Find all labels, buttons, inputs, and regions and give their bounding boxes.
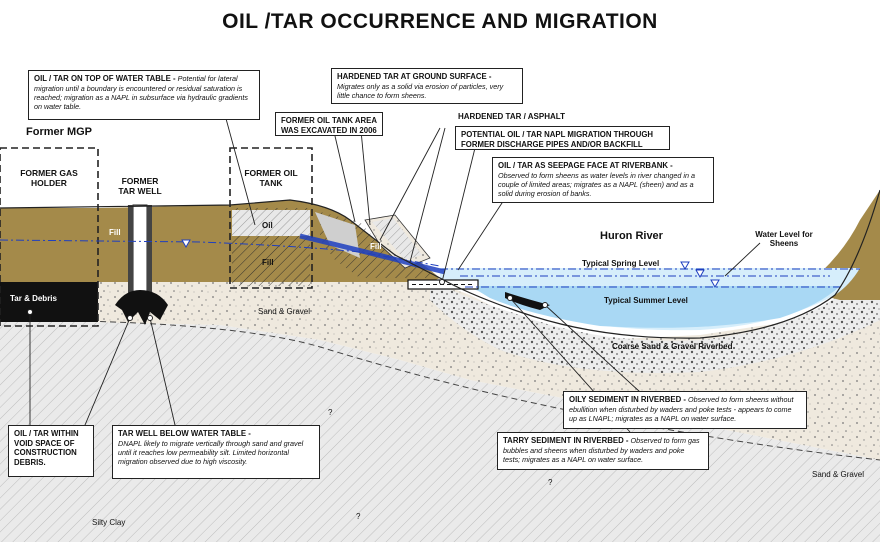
right-bank-fill [800,190,880,300]
callout-hardened-tar-surface: HARDENED TAR AT GROUND SURFACE - Migrate… [331,68,523,104]
callout-heading: OIL / TAR WITHIN VOID SPACE OF CONSTRUCT… [14,429,79,468]
summer-level-marker [710,279,720,289]
callout-body: Observed to form gas bubbles and sheens … [503,436,700,464]
sheen-level-marker [695,269,705,279]
leader-dot-4 [542,302,548,308]
hardened-tar-hatch [372,218,422,260]
callout-heading: OIL / TAR ON TOP OF WATER TABLE - [34,74,176,83]
label-fill-2: Fill [262,258,274,267]
tar-well-left-wall [128,205,133,295]
callout-heading: POTENTIAL OIL / TAR NAPL MIGRATION THROU… [461,130,654,149]
callout-tarry-sediment: TARRY SEDIMENT IN RIVERBED - Observed to… [497,432,709,470]
callout-oil-void-space: OIL / TAR WITHIN VOID SPACE OF CONSTRUCT… [8,425,94,477]
label-fill-3: Fill [370,242,382,251]
label-huron-river: Huron River [600,230,663,242]
label-typical-spring-level: Typical Spring Level [582,259,660,268]
tar-well-shaft [132,204,148,296]
tar-well-right-wall [147,205,152,295]
label-hardened-tar-asphalt: HARDENED TAR / ASPHALT [458,112,565,121]
river-water-mid [470,286,840,328]
callout-napl-migration: POTENTIAL OIL / TAR NAPL MIGRATION THROU… [455,126,670,150]
label-coarse-sand: Coarse Sand & Gravel Riverbed [612,342,733,351]
tarry-sediment [505,292,550,310]
label-water-level-sheens: Water Level for Sheens [755,230,813,248]
leader-dot-6 [439,279,445,285]
label-sand-gravel-1: Sand & Gravel [258,307,311,316]
callout-tar-well: TAR WELL BELOW WATER TABLE - DNAPL likel… [112,425,320,479]
label-former-tar-well: FORMER TAR WELL [118,176,162,196]
callout-body: Potential for lateral migration until a … [34,74,249,111]
callout-heading: OILY SEDIMENT IN RIVERBED - [569,395,686,404]
label-question-2: ? [356,512,361,521]
clay-boundary-line [0,319,880,461]
callout-heading: TARRY SEDIMENT IN RIVERBED - [503,436,629,445]
label-question-1: ? [328,408,333,417]
ground-surface-line [0,189,880,339]
callout-body: Observed to form sheens without ebulliti… [569,395,794,423]
diagram-title: OIL /TAR OCCURRENCE AND MIGRATION [222,10,658,33]
water-table-line [0,239,441,267]
silty-clay-layer [0,320,880,542]
oil-tank-oil-hatch [232,210,310,236]
callout-body: Observed to form sheens as water levels … [498,170,695,198]
callout-body: DNAPL likely to migrate vertically throu… [118,438,304,466]
callout-heading: HARDENED TAR AT GROUND SURFACE - [337,72,492,81]
leader-dot-3 [127,315,133,321]
napl-migration-band [299,233,446,275]
gas-holder-outline [0,147,99,327]
label-sand-gravel-2: Sand & Gravel [812,470,865,479]
label-former-mgp: Former MGP [26,126,93,138]
leader-dot-1 [27,309,33,315]
callout-body: Migrates only as a solid via erosion of … [337,81,504,100]
label-fill-1: Fill [109,228,121,237]
spring-level-marker [680,261,690,271]
label-former-gas-holder: FORMER GAS HOLDER [20,168,78,188]
callout-oil-on-water-table: OIL / TAR ON TOP OF WATER TABLE - Potent… [28,70,260,120]
label-oil: Oil [262,221,273,230]
oil-tank-outline [229,147,313,289]
callout-former-oil-tank-area: FORMER OIL TANK AREA WAS EXCAVATED IN 20… [275,112,383,136]
callout-heading: TAR WELL BELOW WATER TABLE - [118,429,251,438]
callout-heading: OIL / TAR AS SEEPAGE FACE AT RIVERBANK - [498,161,673,170]
coarse-riverbed [430,280,880,374]
callout-oily-sediment: OILY SEDIMENT IN RIVERBED - Observed to … [563,391,807,429]
callout-seepage-face: OIL / TAR AS SEEPAGE FACE AT RIVERBANK -… [492,157,714,203]
leader-dot-2 [147,315,153,321]
label-typical-summer-level: Typical Summer Level [604,296,688,305]
callout-heading: FORMER OIL TANK AREA WAS EXCAVATED IN 20… [281,116,377,135]
label-tar-debris: Tar & Debris [10,294,57,303]
leader-dot-5 [507,295,513,301]
label-silty-clay: Silty Clay [92,518,126,527]
label-question-3: ? [548,478,553,487]
label-former-oil-tank: FORMER OIL TANK [244,168,298,188]
water-table-marker-1 [181,239,191,249]
tar-debris-block [0,282,98,322]
